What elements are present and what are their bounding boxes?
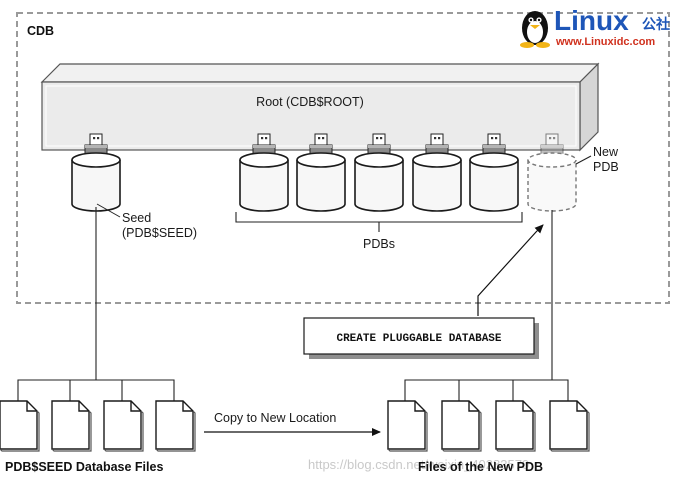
logo-suffix: 公社 bbox=[642, 16, 670, 32]
pdbs-label: PDBs bbox=[363, 237, 395, 251]
root-label: Root (CDB$ROOT) bbox=[256, 95, 364, 109]
create-arrow bbox=[477, 224, 544, 316]
seed-file-icon-3 bbox=[103, 400, 144, 452]
penguin-icon bbox=[520, 11, 550, 48]
linux-logo: Linux 公社 www.Linuxidc.com bbox=[520, 5, 670, 48]
new-files-label: Files of the New PDB bbox=[418, 460, 543, 474]
seed-file-icon-2 bbox=[51, 400, 92, 452]
new-pdb-leader-line bbox=[575, 155, 592, 165]
watermark-text: https://blog.csdn.net/weixin_40283570 bbox=[308, 457, 529, 472]
seed-file-icon-1 bbox=[0, 400, 40, 452]
create-command-text: CREATE PLUGGABLE DATABASE bbox=[336, 333, 501, 345]
seed-file-icon-4 bbox=[155, 400, 196, 452]
new-file-icon-2 bbox=[441, 400, 482, 452]
cdb-container bbox=[16, 12, 670, 304]
new-pdb-label-line1: New bbox=[593, 145, 619, 159]
logo-name: Linux bbox=[554, 5, 629, 36]
seed-database bbox=[71, 133, 121, 212]
create-command-box bbox=[303, 317, 539, 359]
logo-url: www.Linuxidc.com bbox=[555, 36, 655, 48]
seed-leader-line bbox=[96, 203, 121, 218]
new-pdb-cylinder bbox=[527, 152, 577, 212]
new-file-icon-1 bbox=[387, 400, 428, 452]
new-file-icon-4 bbox=[549, 400, 590, 452]
seed-label-line2: (PDB$SEED) bbox=[122, 226, 197, 240]
new-pdb-label-line2: PDB bbox=[593, 160, 619, 174]
seed-files-label: PDB$SEED Database Files bbox=[5, 460, 163, 474]
cdb-label: CDB bbox=[27, 24, 54, 38]
seed-label-line1: Seed bbox=[122, 211, 151, 225]
pdbs-bracket bbox=[235, 212, 523, 223]
new-file-icon-3 bbox=[495, 400, 536, 452]
copy-label: Copy to New Location bbox=[214, 411, 336, 425]
